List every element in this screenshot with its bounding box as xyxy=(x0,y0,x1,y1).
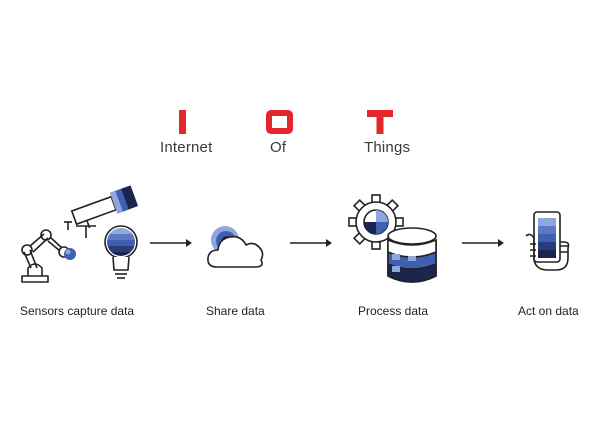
step-label-act: Act on data xyxy=(518,304,579,318)
letter-o-graphic xyxy=(266,110,293,134)
step-label-sensors: Sensors capture data xyxy=(20,304,135,318)
robot-arm-camera-bulb-icon xyxy=(21,185,139,283)
step-label-process: Process data xyxy=(358,304,429,318)
arrow-right-icon xyxy=(290,239,332,247)
step-label-share: Share data xyxy=(206,304,265,318)
word-things: Things xyxy=(364,139,411,156)
word-of: Of xyxy=(270,139,287,156)
letter-i-graphic xyxy=(179,110,186,134)
cloud-icon xyxy=(207,226,264,268)
arrow-right-icon xyxy=(150,239,192,247)
hand-phone-icon xyxy=(525,211,570,271)
arrow-right-icon xyxy=(462,239,504,247)
letter-t-graphic xyxy=(367,110,393,134)
gear-database-icon xyxy=(348,194,437,283)
word-internet: Internet xyxy=(160,139,213,156)
